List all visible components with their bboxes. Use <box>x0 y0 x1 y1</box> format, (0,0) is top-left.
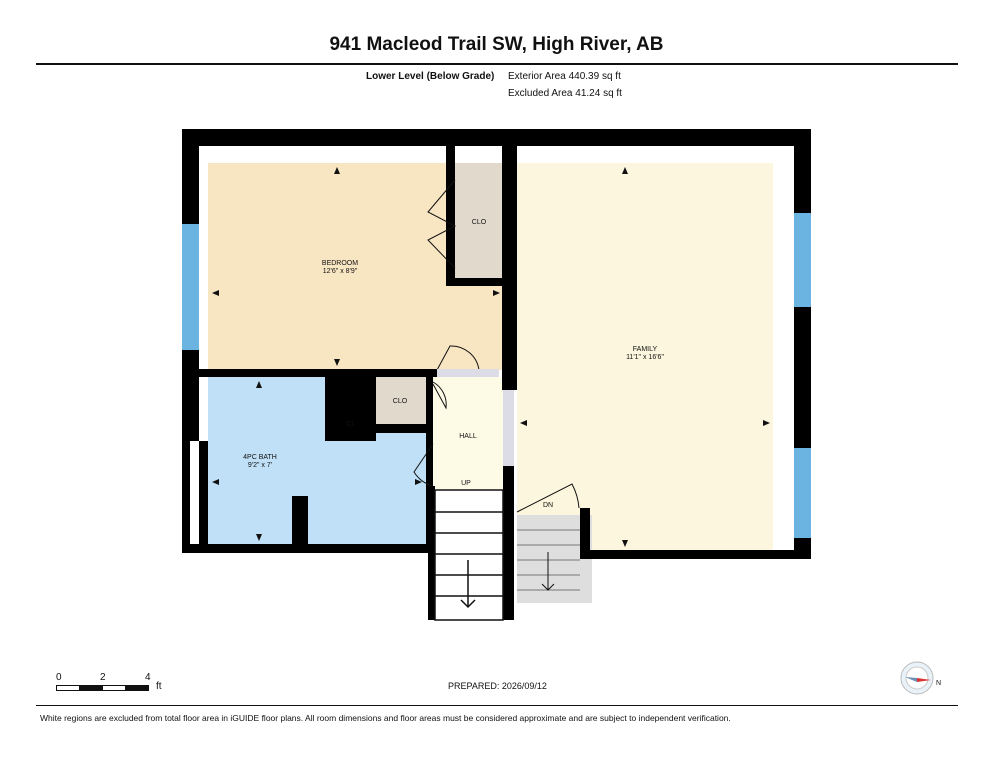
stairs-up <box>434 489 504 621</box>
stairs-down <box>517 529 580 591</box>
wall <box>502 146 517 390</box>
compass-label: N <box>936 680 942 687</box>
bedroom-name: BEDROOM <box>322 260 358 267</box>
door-swing <box>436 345 480 371</box>
page-title: 941 Macleod Trail SW, High River, AB <box>329 34 664 55</box>
door-swing <box>516 483 580 513</box>
wall <box>368 424 433 433</box>
scale-tick-0: 0 <box>56 672 62 683</box>
cl-label: CL <box>347 421 356 428</box>
wall <box>446 278 502 286</box>
window <box>182 224 199 350</box>
scale-tick-4: 4 <box>145 672 151 683</box>
door-opening <box>437 369 499 377</box>
family-name: FAMILY <box>633 346 658 353</box>
wall <box>428 486 435 620</box>
bath-name: 4PC BATH <box>243 454 277 461</box>
closet-mid-label: CLO <box>393 398 408 405</box>
door-opening <box>503 390 514 466</box>
level-name: Lower Level (Below Grade) <box>366 71 495 82</box>
scale-unit: ft <box>156 681 162 692</box>
scale-segment <box>56 685 80 691</box>
exterior-area: Exterior Area 440.39 sq ft <box>508 71 621 82</box>
family-dims: 11'1" x 16'6" <box>626 354 664 361</box>
compass-icon <box>900 661 934 695</box>
dimension-markers <box>212 167 770 547</box>
window <box>794 213 811 307</box>
hall-label: HALL <box>459 433 477 440</box>
bath-dims: 9'2" x 7' <box>248 462 272 469</box>
closet-top-label: CLO <box>472 219 487 226</box>
door-swing <box>413 443 434 487</box>
closet-top-fill <box>455 163 502 278</box>
wall <box>426 377 433 553</box>
bedroom-dims: 12'6" x 8'9" <box>323 268 358 275</box>
scale-segment <box>125 685 149 691</box>
wall <box>292 496 308 544</box>
wall <box>503 466 514 620</box>
wall <box>580 508 590 558</box>
stair-down-label: DN <box>543 502 553 509</box>
wall <box>182 129 811 146</box>
scale-segment <box>79 685 103 691</box>
header-divider <box>36 63 958 65</box>
family-fill <box>517 163 773 550</box>
prepared-date: PREPARED: 2026/09/12 <box>448 681 547 691</box>
closet-bifold <box>427 179 457 269</box>
wall <box>199 369 437 377</box>
scale-tick-2: 2 <box>100 672 106 683</box>
closet-mid-fill <box>376 377 426 424</box>
wall <box>325 369 376 441</box>
wall <box>446 146 455 286</box>
excluded-area: Excluded Area 41.24 sq ft <box>508 88 622 99</box>
footer-divider <box>36 705 958 706</box>
scale-segment <box>102 685 126 691</box>
window <box>794 448 811 538</box>
door-swing <box>432 381 447 410</box>
footnote: White regions are excluded from total fl… <box>40 713 731 723</box>
wall <box>182 544 433 553</box>
wall <box>199 441 208 544</box>
stair-up-label: UP <box>461 480 471 487</box>
wall <box>580 550 811 559</box>
